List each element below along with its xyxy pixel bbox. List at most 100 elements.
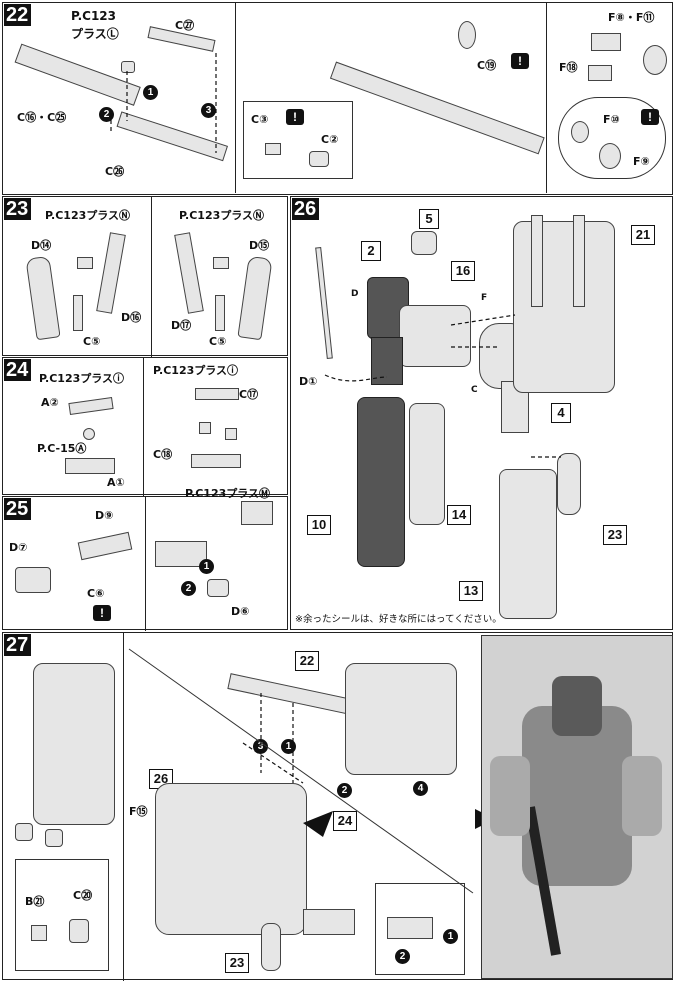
label-c16-c25: C⑯・C㉕ [17,111,67,124]
part-number-box-16: 16 [451,261,475,281]
order-mark-3: 3 [253,739,268,754]
fin-part [591,33,621,51]
part-number-box-5: 5 [419,209,439,229]
part-number-box-13: 13 [459,581,483,601]
completed-model-photo [481,635,673,979]
label-c17: C⑰ [239,388,259,401]
label-a1: A① [107,476,125,489]
cannon-barrel [531,215,543,307]
disc-part [599,143,621,169]
step-number: 26 [292,198,320,220]
label-d17: D⑰ [171,319,192,332]
c5-part [215,295,225,331]
label-c6: C⑥ [87,587,105,600]
divider [145,497,146,631]
step-22-panel: 22 P.C123 プラスⓁ C㉗ C⑯・C㉕ C㉖ 1 2 3 C⑲ ! C③… [2,2,673,195]
label-d9: D⑨ [95,509,114,522]
pc-part [199,422,211,434]
pc-part [83,428,95,440]
model-silhouette [622,756,662,836]
hand-part [15,823,33,841]
c18-part [191,454,241,468]
hand-detail-box [15,859,109,971]
shield-part [237,255,273,341]
divider [123,633,124,981]
robot-upper-body [345,663,457,775]
connector-part [265,143,281,155]
hand-part [31,925,47,941]
order-mark-1: 1 [199,559,214,574]
warning-icon: ! [641,109,659,125]
seal-d-label: D [351,289,359,299]
a1-part [65,458,115,474]
part-number-box-21: 21 [631,225,655,245]
c5-part [73,295,83,331]
label-c2: C② [321,133,339,146]
label-a2: A② [41,396,59,409]
divider [143,358,144,496]
label-f15: F⑮ [129,805,148,818]
label-c5: C⑤ [209,335,227,348]
m-part [241,501,273,525]
backpack-cannons-part [513,221,615,393]
leftover-seal-note: ※余ったシールは、好きな所にはってください。 [295,614,502,625]
label-plus-l: プラスⓁ [71,27,119,41]
part-number-box-22: 22 [295,651,319,671]
step-25-panel: 25 P.C123プラスⓂ D⑨ D⑦ C⑥ ! D⑥ 1 2 [2,487,288,631]
warning-icon: ! [93,605,111,621]
step-24-panel: 24 P.C123プラスⓘ P.C123プラスⓘ A② P.C-15Ⓐ A① C… [2,357,288,496]
connector-part [309,151,329,167]
label-f10: F⑩ [603,113,620,126]
divider [546,3,547,193]
model-silhouette [490,756,530,836]
divider [151,197,152,357]
seal-f-label: F [481,293,488,303]
cannon-barrel [573,215,585,307]
step-number: 27 [4,634,32,656]
order-mark-3: 3 [201,103,216,118]
warning-icon: ! [286,109,304,125]
label-f9: F⑨ [633,155,650,168]
part-number-box-4: 4 [551,403,571,423]
robot-assembly-body [155,783,307,935]
label-pc15-a: P.C-15Ⓐ [37,442,87,455]
torso-part [399,305,471,367]
order-mark-2: 2 [395,949,410,964]
step-number: 22 [4,4,32,26]
hand-part [45,829,63,847]
gun-part [303,909,355,935]
part-number-box-14: 14 [447,505,471,525]
shield-part [25,255,61,341]
scope-part [458,21,476,49]
shield-part [557,453,581,515]
part-number-box-23: 23 [225,953,249,973]
order-mark-4: 4 [413,781,428,796]
plus-l-part [121,61,135,73]
order-mark-2: 2 [337,783,352,798]
order-mark-2: 2 [99,107,114,122]
assembly-arrows [324,314,561,458]
a2-part [68,396,114,416]
part-number-box-23: 23 [603,525,627,545]
label-d15: D⑮ [249,239,270,252]
leg-part [499,469,557,619]
step-26-panel: 26 D① D F C 2 5 16 21 4 10 14 23 13 ※余った… [290,196,673,630]
step-27-panel: 27 B㉑ C⑳ 22 24 26 23 25 F⑮ 3 1 2 4 1 2 [2,632,673,981]
step-23-panel: 23 P.C123プラスⓃ P.C123プラスⓃ D⑭ D⑮ D⑯ D⑰ C⑤ … [2,196,288,357]
label-f8-f11: F⑧・F⑪ [608,11,655,24]
order-mark-1: 1 [281,739,296,754]
robot-back-view [33,663,115,825]
hand-part [69,919,89,943]
head-part [411,231,437,255]
gun-base-part [155,541,207,567]
step-number: 24 [4,359,32,381]
d7-part [15,567,51,593]
arm-part [96,232,126,314]
pc-part [225,428,237,440]
step-number: 23 [4,198,32,220]
leg-part [357,397,405,567]
label-d1: D① [299,375,318,388]
seal-c-label: C [471,385,478,395]
plus-n-part [213,257,229,269]
label-c18: C⑱ [153,448,173,461]
